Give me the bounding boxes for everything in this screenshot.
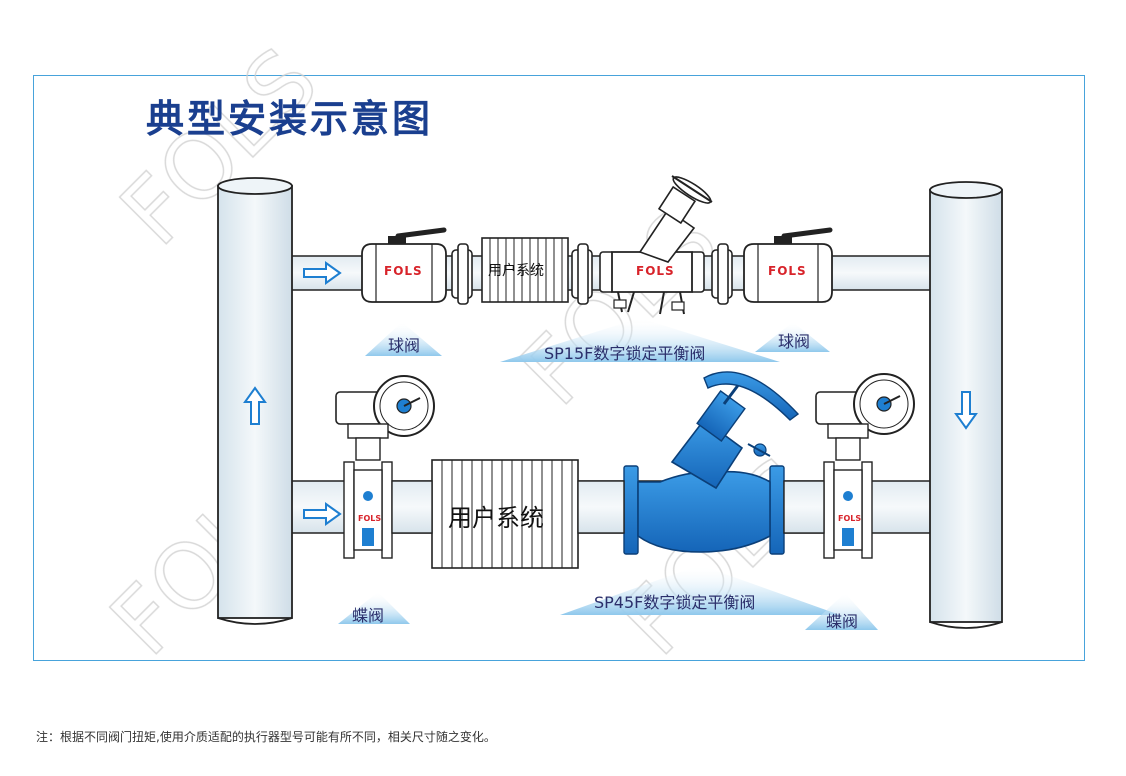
label-sp45f: SP45F数字锁定平衡阀 — [594, 593, 756, 612]
union-fittings-top — [451, 243, 593, 305]
label-wedges — [338, 318, 878, 630]
footnote: 注：根据不同阀门扭矩,使用介质适配的执行器型号可能有所不同，相关尺寸随之变化。 — [36, 730, 496, 744]
brand-label-ball-left: FOLS — [384, 264, 423, 278]
label-butterfly-left: 蝶阀 — [352, 606, 385, 625]
pipe-stubs-bottom — [391, 480, 825, 534]
user-system-bottom-label: 用户系统 — [448, 504, 544, 532]
butterfly-valve-right — [815, 373, 915, 559]
sp15f-valve — [599, 175, 713, 315]
ball-valve-right — [743, 227, 833, 303]
flow-arrow-right-top — [303, 261, 342, 285]
brand-label-ball-right: FOLS — [768, 264, 807, 278]
brand-label-sp15f: FOLS — [636, 264, 675, 278]
union-fittings-top-right — [711, 243, 733, 305]
page-title: 典型安装示意图 — [146, 97, 434, 141]
user-system-bottom — [431, 459, 579, 569]
user-system-top — [481, 237, 569, 303]
brand-label-butterfly-left: FOLS — [358, 514, 382, 523]
brand-label-butterfly-right: FOLS — [838, 514, 862, 523]
flow-arrow-right-bottom — [303, 502, 342, 526]
butterfly-valve-left — [335, 375, 435, 559]
label-ball-valve-right: 球阀 — [778, 332, 811, 351]
label-sp15f: SP15F数字锁定平衡阀 — [544, 344, 706, 363]
flow-arrow-up — [243, 386, 267, 425]
ball-valve-left — [361, 227, 447, 303]
label-ball-valve-left: 球阀 — [388, 336, 421, 355]
label-butterfly-right: 蝶阀 — [826, 612, 859, 631]
user-system-top-label: 用户系统 — [488, 263, 544, 279]
flow-arrow-down — [954, 391, 978, 430]
sp45f-valve — [623, 371, 800, 555]
